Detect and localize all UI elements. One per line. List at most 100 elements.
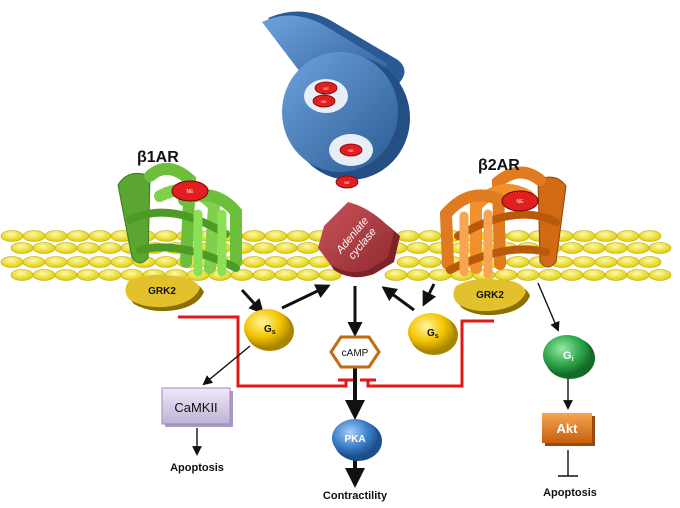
- lipid-head: [406, 242, 430, 254]
- lipid-head: [98, 269, 122, 281]
- lipid-head: [66, 230, 90, 242]
- lipid-head: [10, 242, 34, 254]
- ne-molecule: NE: [171, 180, 209, 202]
- lipid-head: [648, 242, 672, 254]
- gi-subscript: i: [572, 356, 574, 363]
- lipid-head: [384, 269, 408, 281]
- vesicle: [262, 11, 410, 180]
- lipid-head: [32, 242, 56, 254]
- lipid-head: [22, 256, 46, 268]
- lipid-head: [22, 230, 46, 242]
- ne-label: NE: [187, 189, 195, 195]
- camkii-node: CaMKII: [161, 387, 233, 427]
- gi-protein: Gi: [543, 335, 595, 379]
- lipid-head: [154, 230, 178, 242]
- lipid-head: [594, 230, 618, 242]
- gi-label: G: [563, 350, 572, 362]
- akt-node: Akt: [542, 413, 595, 446]
- beta1-receptor-label: β1AR: [137, 149, 179, 166]
- lipid-head: [318, 269, 342, 281]
- lipid-head: [76, 269, 100, 281]
- gs-subscript: s: [272, 329, 276, 336]
- lipid-head: [604, 242, 628, 254]
- akt-label: Akt: [557, 421, 579, 436]
- lipid-head: [76, 242, 100, 254]
- lipid-head: [252, 269, 276, 281]
- svg-text:Gi: Gi: [563, 350, 574, 363]
- gs-label: G: [427, 328, 435, 339]
- lipid-head: [506, 256, 530, 268]
- lipid-head: [594, 256, 618, 268]
- grk2-label: GRK2: [148, 286, 176, 297]
- lipid-head: [638, 256, 662, 268]
- pka-node: PKA: [332, 419, 382, 461]
- ne-label: NE: [321, 99, 327, 104]
- lipid-head: [560, 269, 584, 281]
- lipid-head: [264, 256, 288, 268]
- ne-label: NE: [323, 86, 329, 91]
- lipid-head: [154, 256, 178, 268]
- lipid-head: [296, 269, 320, 281]
- lipid-head: [44, 230, 68, 242]
- lipid-head: [648, 269, 672, 281]
- lipid-head: [604, 269, 628, 281]
- lipid-head: [32, 269, 56, 281]
- ne-molecule: NE: [335, 175, 359, 189]
- lipid-head: [264, 230, 288, 242]
- svg-text:Gs: Gs: [427, 328, 439, 340]
- lipid-head: [626, 242, 650, 254]
- ne-molecule: NE: [312, 94, 336, 108]
- lipid-head: [98, 242, 122, 254]
- lipid-head: [296, 242, 320, 254]
- ne-label: NE: [344, 180, 350, 185]
- lipid-head: [582, 242, 606, 254]
- gs-label: G: [264, 324, 272, 335]
- grk2-left: GRK2: [125, 274, 204, 312]
- lipid-head: [582, 269, 606, 281]
- lipid-head: [88, 230, 112, 242]
- lipid-head: [286, 256, 310, 268]
- lipid-head: [54, 269, 78, 281]
- beta2-receptor-label: β2AR: [478, 157, 520, 174]
- pathway-arrows: [192, 282, 578, 488]
- lipid-head: [616, 256, 640, 268]
- lipid-head: [418, 256, 442, 268]
- lipid-head: [242, 230, 266, 242]
- lipid-head: [54, 242, 78, 254]
- lipid-head: [572, 256, 596, 268]
- lipid-head: [418, 230, 442, 242]
- lipid-head: [88, 256, 112, 268]
- adenylate-cyclase: Adenlate cyclase: [318, 202, 400, 278]
- ne-label: NE: [517, 199, 525, 205]
- lipid-head: [396, 230, 420, 242]
- grk2-right: GRK2: [453, 278, 530, 316]
- ne-label: NE: [348, 148, 354, 153]
- lipid-head: [10, 269, 34, 281]
- lipid-head: [516, 269, 540, 281]
- svg-text:Gs: Gs: [264, 324, 276, 336]
- camkii-label: CaMKII: [174, 400, 217, 415]
- pka-label: PKA: [344, 434, 365, 445]
- outcome-apoptosis-right: Apoptosis: [543, 487, 597, 499]
- lipid-head: [242, 256, 266, 268]
- outcome-contractility: Contractility: [323, 490, 388, 502]
- lipid-head: [274, 242, 298, 254]
- gs-subscript: s: [435, 333, 439, 340]
- inhibition-lines: [178, 315, 494, 388]
- ne-molecule: NE: [314, 81, 338, 95]
- camp-node: cAMP: [329, 335, 381, 369]
- lipid-head: [538, 269, 562, 281]
- outcome-apoptosis-left: Apoptosis: [170, 462, 224, 474]
- lipid-head: [560, 242, 584, 254]
- ne-molecule: NE: [501, 190, 539, 212]
- lipid-head: [572, 230, 596, 242]
- lipid-head: [626, 269, 650, 281]
- gs-protein-left: Gs: [244, 309, 294, 351]
- lipid-head: [494, 269, 518, 281]
- lipid-head: [274, 269, 298, 281]
- beta2-receptor: [439, 166, 567, 279]
- lipid-head: [406, 269, 430, 281]
- ne-molecule: NE: [339, 143, 363, 157]
- lipid-head: [0, 230, 24, 242]
